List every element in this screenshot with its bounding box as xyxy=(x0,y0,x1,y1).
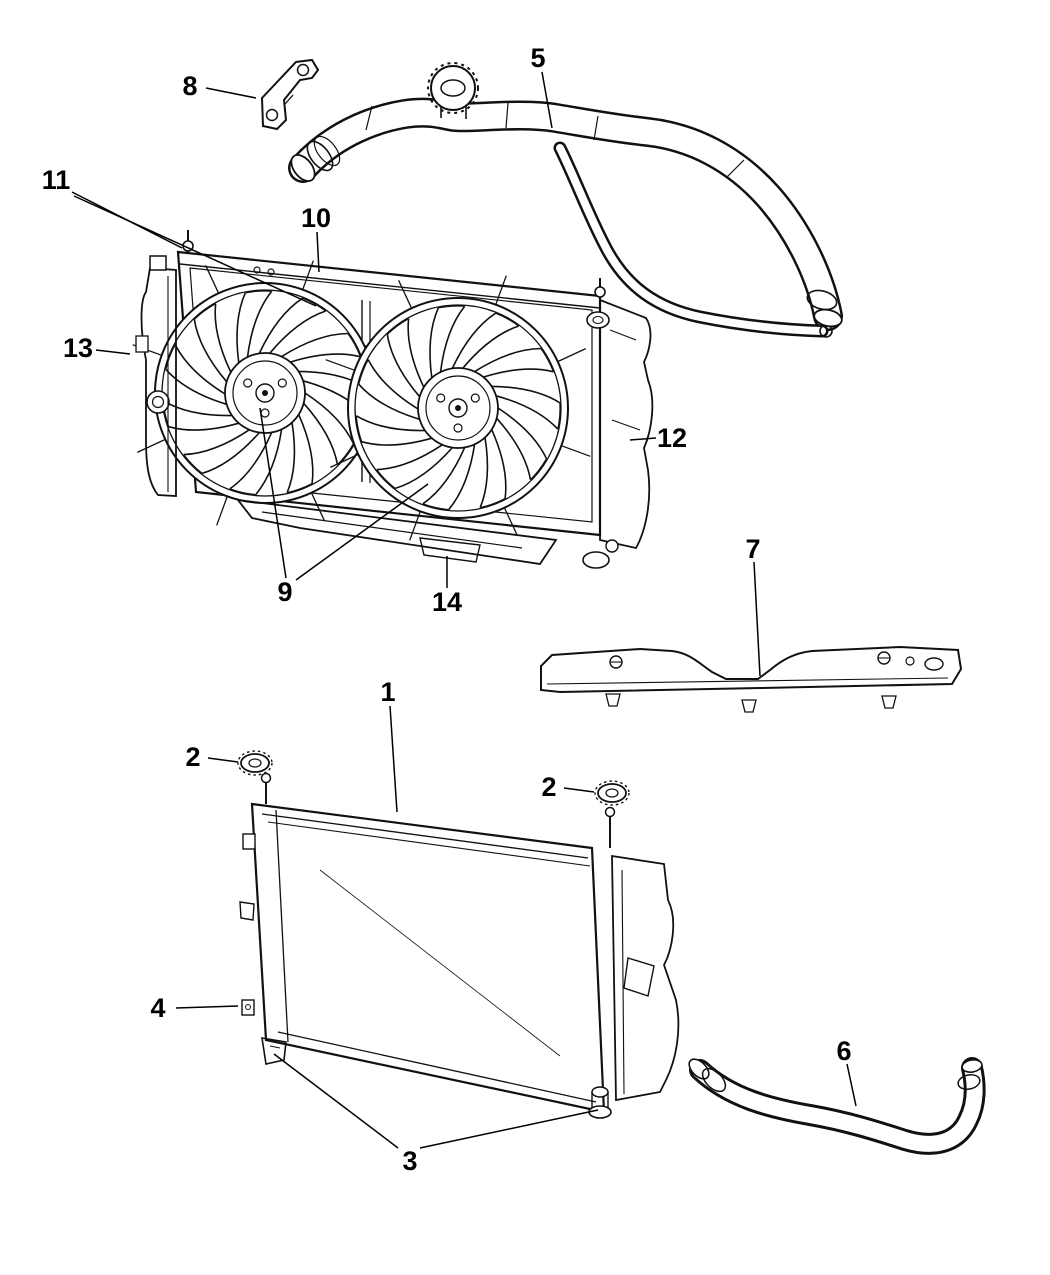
callout-labels: 8 5 11 10 13 12 9 14 7 1 2 2 4 3 6 xyxy=(42,43,852,1176)
bottom-isolator-left xyxy=(261,1037,287,1065)
side-clips-part-4 xyxy=(239,833,256,1016)
lower-air-dam-part-14 xyxy=(235,498,558,565)
hose-clamp xyxy=(306,140,334,172)
fan-shroud-assembly-part-10 xyxy=(132,230,654,569)
grommet-cap-part-2-left xyxy=(237,750,273,776)
left-end-tank-part-13 xyxy=(135,255,177,497)
radiator-mounting-pin xyxy=(260,772,616,848)
callout-10: 10 xyxy=(301,203,331,233)
callout-3: 3 xyxy=(402,1146,417,1176)
hose-end-fitting xyxy=(961,1059,983,1073)
callout-9: 9 xyxy=(277,577,292,607)
right-end-tank-part-12 xyxy=(582,298,654,569)
bottom-isolator-right xyxy=(588,1086,612,1119)
hose-clamp xyxy=(806,289,838,311)
callout-6: 6 xyxy=(836,1036,851,1066)
leader-lines xyxy=(71,71,857,1149)
upper-radiator-hose-part-5 xyxy=(288,62,843,338)
air-seal-part-7 xyxy=(540,645,963,713)
mounting-bracket-part-8 xyxy=(260,58,320,131)
hose-open-end xyxy=(290,154,316,182)
callout-13: 13 xyxy=(63,333,93,363)
hose-end xyxy=(813,308,843,328)
callout-2-left: 2 xyxy=(185,742,200,772)
grommet-cap-part-2-right xyxy=(594,780,630,806)
callout-12: 12 xyxy=(657,423,687,453)
radiator-cap xyxy=(430,65,476,111)
lower-hose-part-6 xyxy=(688,1057,986,1155)
callout-1: 1 xyxy=(380,677,395,707)
callout-8: 8 xyxy=(182,71,197,101)
callout-4: 4 xyxy=(150,993,165,1023)
callout-14: 14 xyxy=(432,587,462,617)
hose-clamp xyxy=(701,1067,727,1093)
fan-left xyxy=(132,260,398,526)
callout-5: 5 xyxy=(530,43,545,73)
fan-right xyxy=(325,275,591,541)
callout-2-right: 2 xyxy=(541,772,556,802)
hose-clamp xyxy=(957,1074,981,1090)
hose-open-end xyxy=(688,1058,710,1080)
callout-7: 7 xyxy=(745,534,760,564)
radiator-rear-panel xyxy=(611,854,680,1102)
callout-11: 11 xyxy=(42,165,71,195)
radiator-part-1 xyxy=(237,750,680,1119)
